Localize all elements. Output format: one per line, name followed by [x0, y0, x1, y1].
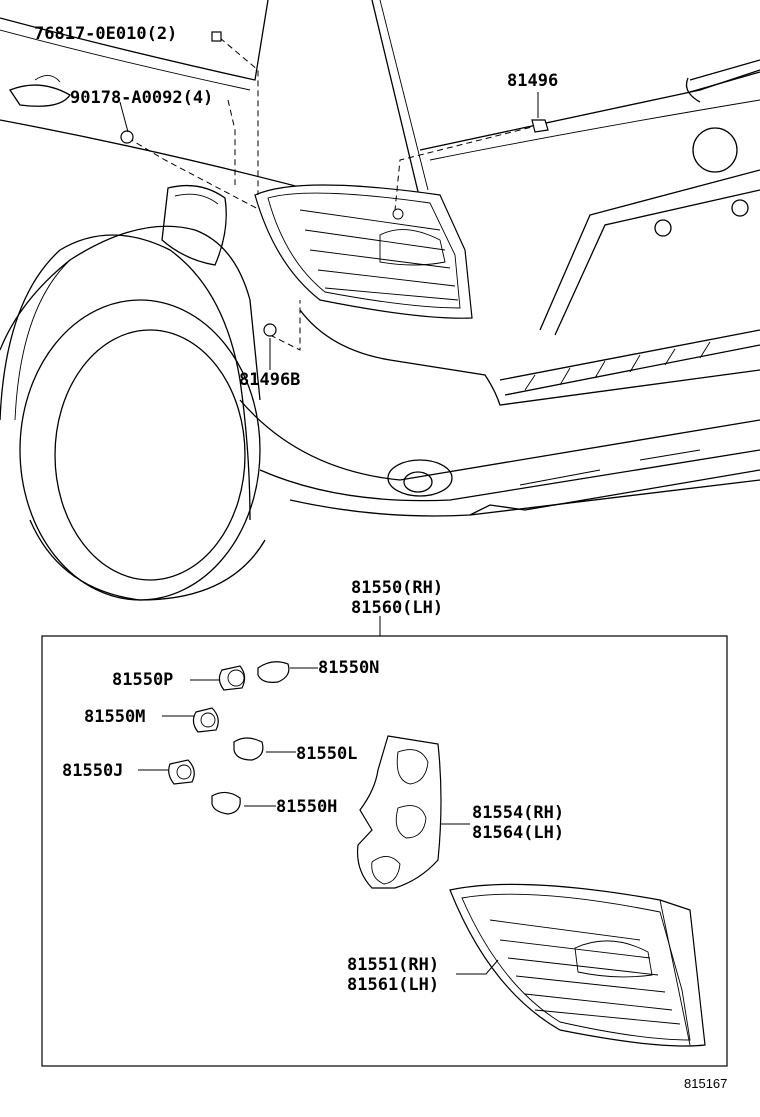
- figure-reference-number: 815167: [684, 1076, 728, 1091]
- assembly-frame: [41, 635, 728, 1067]
- label-81550j: 81550J: [62, 761, 124, 781]
- vehicle-body-outline: [0, 0, 760, 601]
- label-81550p: 81550P: [112, 670, 174, 690]
- socket-81550m: [162, 707, 219, 733]
- label-81496b: 81496B: [239, 370, 301, 390]
- bulb-81550l: [233, 737, 296, 761]
- label-81564-lh: 81564(LH): [472, 823, 565, 843]
- label-76817-0e010: 76817-0E010(2): [34, 24, 178, 44]
- label-81554-rh: 81554(RH): [472, 803, 565, 823]
- label-81496: 81496: [507, 71, 559, 91]
- vehicle-tail-lamp: [254, 184, 473, 319]
- socket-81550p: [190, 665, 246, 691]
- socket-81550j: [138, 759, 195, 785]
- fasteners: [120, 31, 549, 337]
- label-81561-lh: 81561(LH): [347, 975, 440, 995]
- label-81550-rh: 81550(RH): [351, 578, 444, 598]
- label-90178-a0092: 90178-A0092(4): [70, 88, 214, 108]
- label-81550h: 81550H: [276, 797, 338, 817]
- label-81550m: 81550M: [84, 707, 146, 727]
- label-81550l: 81550L: [296, 744, 358, 764]
- bulb-81550h: [211, 791, 276, 815]
- label-81551-rh: 81551(RH): [347, 955, 440, 975]
- installation-dash-lines: [127, 37, 541, 351]
- gasket-81554: [356, 735, 470, 889]
- lens-81551: [449, 883, 706, 1047]
- label-81560-lh: 81560(LH): [351, 598, 444, 618]
- label-81550n: 81550N: [318, 658, 380, 678]
- top-leaders: [119, 92, 539, 636]
- bulb-81550n: [257, 661, 318, 683]
